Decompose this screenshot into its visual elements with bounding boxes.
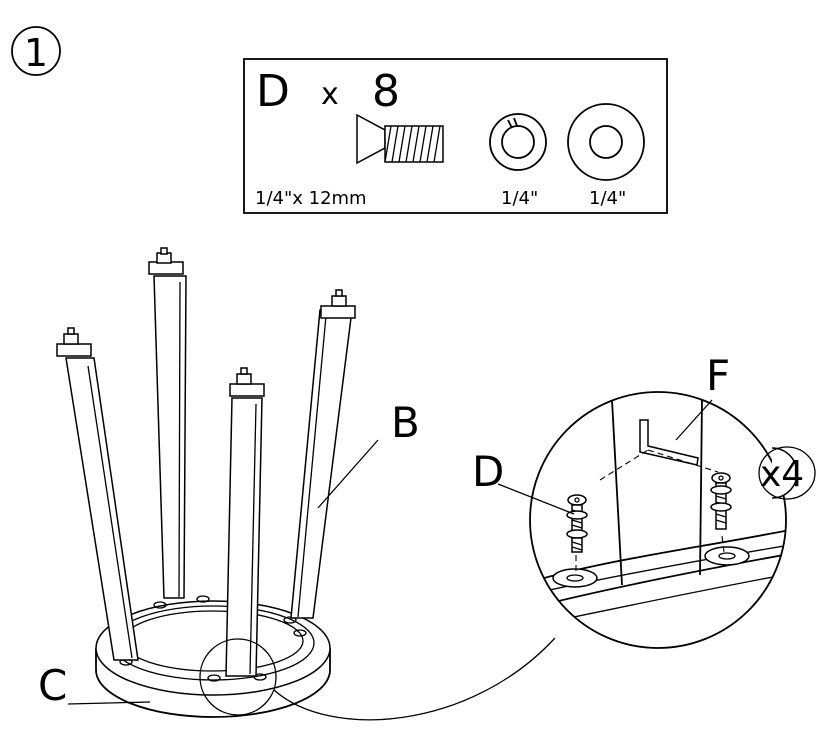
repeat-count: x4 <box>760 454 804 495</box>
leg-right <box>290 289 356 619</box>
repeat-count-badge: x4 <box>758 446 816 500</box>
flat-washer-icon <box>567 103 645 181</box>
leader-lines <box>67 399 713 705</box>
parts-quantity: 8 <box>372 66 400 117</box>
leg-left <box>56 327 139 661</box>
parts-multiply-sign: x <box>321 77 339 112</box>
allen-key-icon <box>639 419 699 466</box>
bolt-icon <box>356 113 444 165</box>
detail-connector <box>199 637 556 721</box>
lock-washer-icon <box>489 113 547 171</box>
allen-key-callout-label: F <box>706 351 730 400</box>
legs <box>56 247 356 677</box>
leg-back <box>148 247 187 599</box>
seat-ring-callout-label: C <box>38 661 67 710</box>
leg-front <box>225 367 265 677</box>
zoom-detail <box>529 391 787 649</box>
leg-callout-label: B <box>391 398 420 447</box>
parts-box: D x 8 1/4"x 12mm 1/4" <box>243 58 668 214</box>
bolt-size-label: 1/4"x 12mm <box>255 188 367 209</box>
step-number-badge: 1 <box>11 26 61 76</box>
bolt-stack-right-icon <box>710 472 732 530</box>
step-number: 1 <box>24 31 48 75</box>
bolt-callout-label: D <box>472 447 504 496</box>
bolt-holes <box>119 595 307 682</box>
lock-washer-size-label: 1/4" <box>501 188 538 209</box>
flat-washer-size-label: 1/4" <box>589 188 626 209</box>
parts-letter: D <box>256 66 290 117</box>
